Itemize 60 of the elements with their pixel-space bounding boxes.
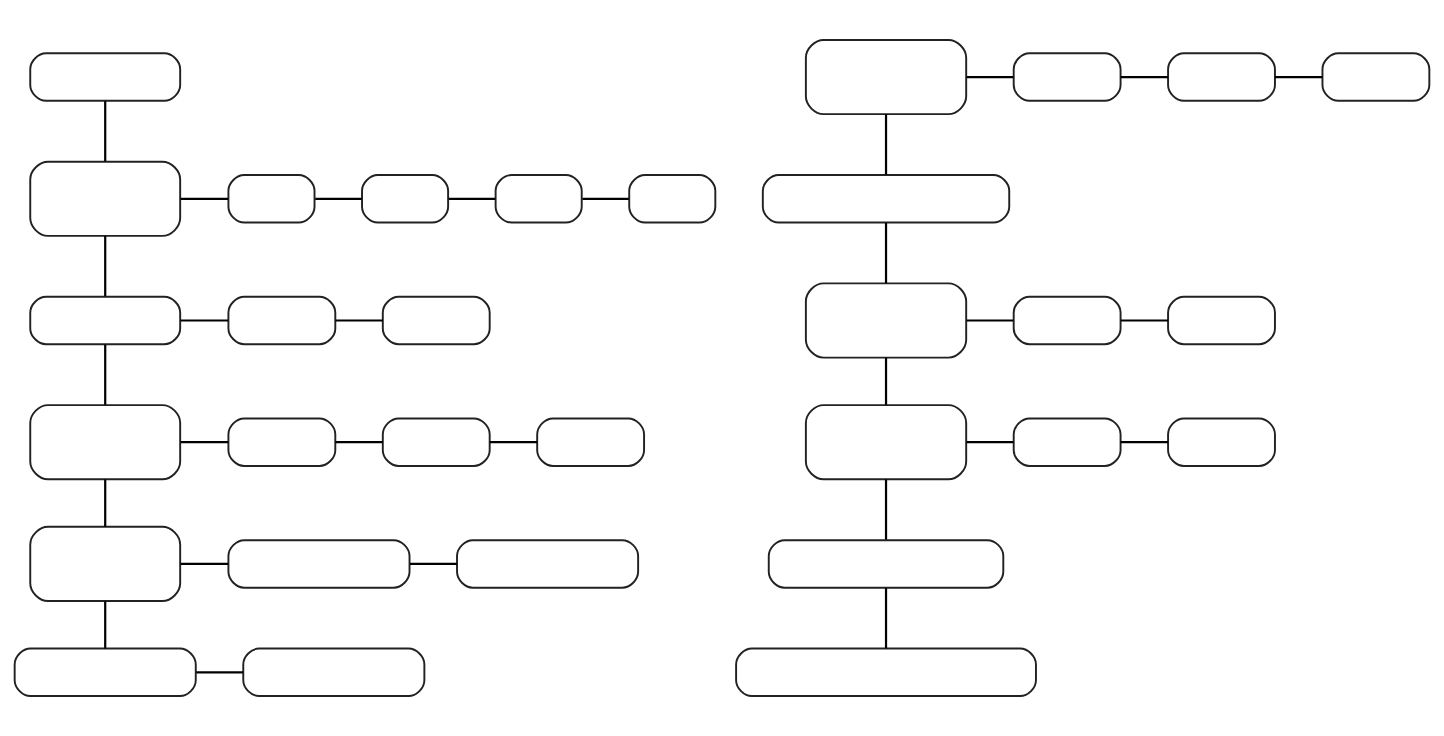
node-box xyxy=(804,282,968,359)
connector xyxy=(180,441,229,444)
node-box xyxy=(361,174,450,224)
node-box xyxy=(227,174,316,224)
node-box xyxy=(1012,417,1122,467)
node-box xyxy=(381,295,491,346)
node-box xyxy=(242,647,426,698)
node-box xyxy=(804,404,968,481)
connector xyxy=(884,114,888,175)
node-box xyxy=(227,539,411,589)
node-box xyxy=(227,417,337,467)
node-box xyxy=(13,647,197,698)
connector xyxy=(966,441,1014,444)
connector xyxy=(966,75,1014,79)
node-box xyxy=(1167,295,1276,346)
node-box xyxy=(1321,52,1431,102)
connector xyxy=(104,344,107,405)
connector xyxy=(104,235,107,297)
connector xyxy=(180,197,229,200)
connector xyxy=(104,601,107,649)
node-box xyxy=(456,539,640,589)
connector xyxy=(1120,441,1169,444)
connector xyxy=(884,479,888,540)
node-box xyxy=(767,539,1005,589)
connector xyxy=(104,101,107,162)
connector xyxy=(335,441,383,444)
node-box xyxy=(227,295,337,346)
connector xyxy=(315,197,362,200)
connector xyxy=(489,441,538,444)
node-box xyxy=(1167,417,1276,467)
connector xyxy=(966,319,1014,322)
connector xyxy=(1275,75,1323,79)
node-box xyxy=(1012,295,1122,346)
connector xyxy=(1120,75,1169,79)
node-box xyxy=(29,160,182,237)
connector xyxy=(196,671,244,674)
node-box xyxy=(735,647,1037,698)
connector xyxy=(1120,319,1169,322)
node-box xyxy=(1012,52,1122,102)
connector xyxy=(104,479,107,527)
connector xyxy=(448,197,496,200)
node-box xyxy=(494,174,583,224)
connector xyxy=(180,319,229,322)
node-box xyxy=(628,174,717,224)
node-box xyxy=(761,174,1011,224)
connector xyxy=(884,588,888,649)
node-box xyxy=(29,404,182,481)
connector xyxy=(335,319,383,322)
connector xyxy=(180,562,229,566)
node-box xyxy=(804,38,968,116)
node-box xyxy=(381,417,491,467)
connector xyxy=(582,197,629,200)
node-box xyxy=(29,295,182,346)
node-box xyxy=(29,525,182,603)
connector xyxy=(884,357,888,405)
connector xyxy=(884,222,888,284)
node-box xyxy=(29,52,182,102)
node-box xyxy=(536,417,646,467)
connector xyxy=(410,562,457,566)
node-box xyxy=(1167,52,1276,102)
